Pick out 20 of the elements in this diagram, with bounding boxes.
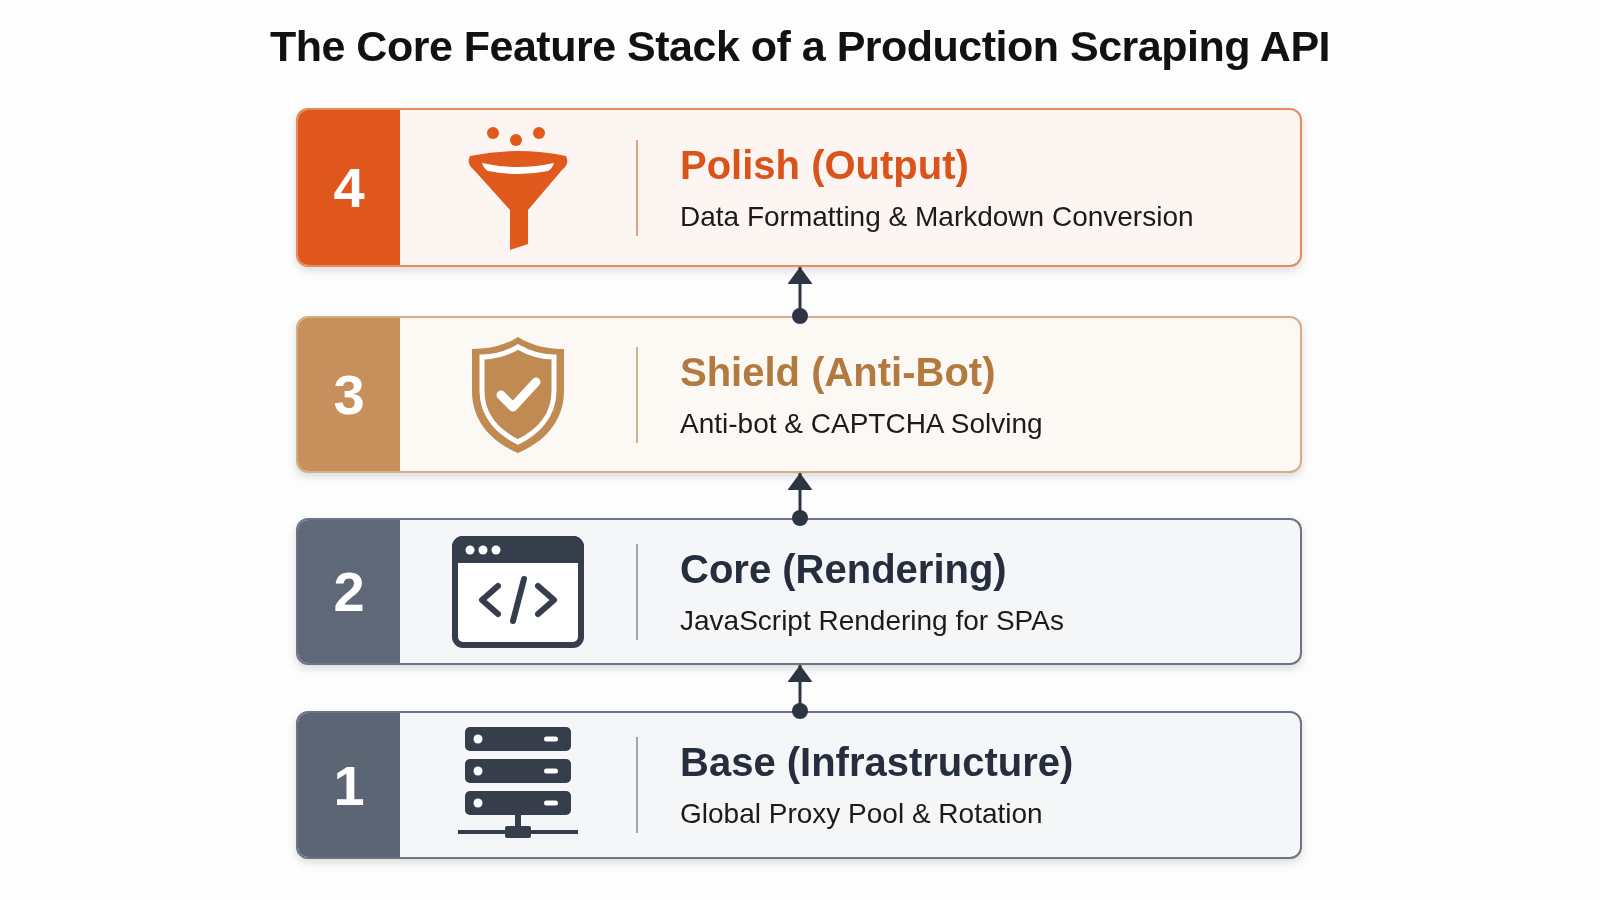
diagram-title: The Core Feature Stack of a Production Scraping API	[269, 21, 1331, 72]
arrow	[787, 665, 813, 719]
layer-title: Core (Rendering)	[680, 545, 1007, 592]
layer-number: 1	[298, 713, 400, 857]
arrow	[787, 267, 813, 324]
arrow	[787, 473, 813, 526]
layer-card	[296, 316, 1302, 473]
layer-description: Anti-bot & CAPTCHA Solving	[680, 406, 1043, 441]
layer-description: Data Formatting & Markdown Conversion	[680, 199, 1194, 234]
layer-description: Global Proxy Pool & Rotation	[680, 797, 1043, 831]
layer-card	[296, 108, 1302, 267]
layer-number: 4	[298, 110, 400, 265]
layer-title: Shield (Anti-Bot)	[680, 348, 996, 395]
layer-number: 3	[298, 318, 400, 471]
layer-card	[296, 518, 1302, 665]
layer-card	[296, 711, 1302, 859]
layer-title: Polish (Output)	[680, 141, 969, 188]
layer-description: JavaScript Rendering for SPAs	[680, 603, 1064, 638]
layer-title: Base (Infrastructure)	[680, 739, 1074, 785]
layer-number: 2	[298, 520, 400, 663]
